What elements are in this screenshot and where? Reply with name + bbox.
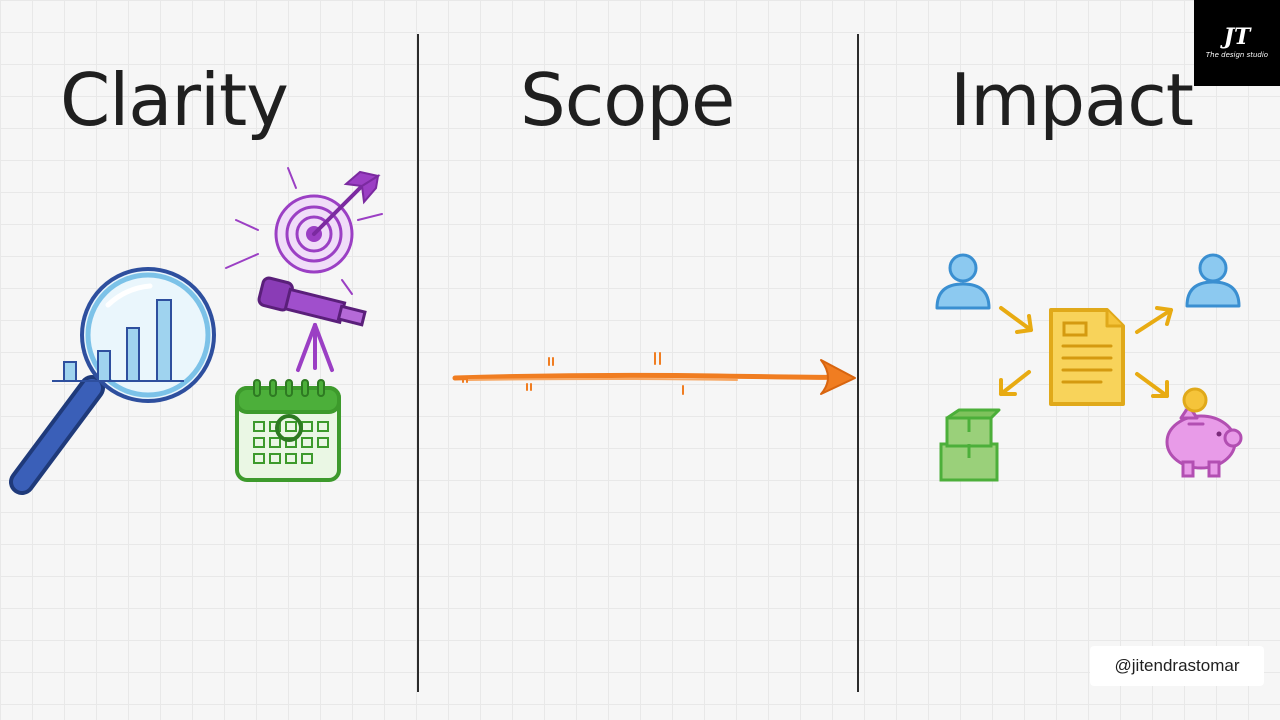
studio-logo: JT The design studio [1194,0,1280,86]
impact-flow-illustration [935,253,1243,482]
arrow-right-icon [452,352,856,395]
box-icon [939,408,1001,482]
arrow-icon [312,170,381,236]
coin-icon [1182,387,1208,413]
column-divider [417,34,419,692]
author-handle: @jitendrastomar [1090,646,1264,686]
person-icon [935,253,991,310]
magnifying-glass-icon [9,267,216,495]
impact-heading: Impact [950,58,1194,142]
column-divider [857,34,859,692]
piggy-bank-icon [1165,404,1243,478]
clarity-heading: Clarity [60,58,289,142]
person-icon [1185,253,1241,308]
document-icon [1049,308,1125,406]
logo-mark: JT [1223,24,1251,50]
scope-column: Scope [419,0,857,720]
scope-heading: Scope [520,58,735,142]
target-icon [225,167,383,295]
impact-column: Impact [859,0,1280,720]
clarity-column: Clarity [0,0,418,720]
calendar-icon [235,379,341,482]
telescope-icon [257,276,367,372]
bar-chart-icon [52,299,184,382]
logo-text: The design studio [1205,51,1269,59]
